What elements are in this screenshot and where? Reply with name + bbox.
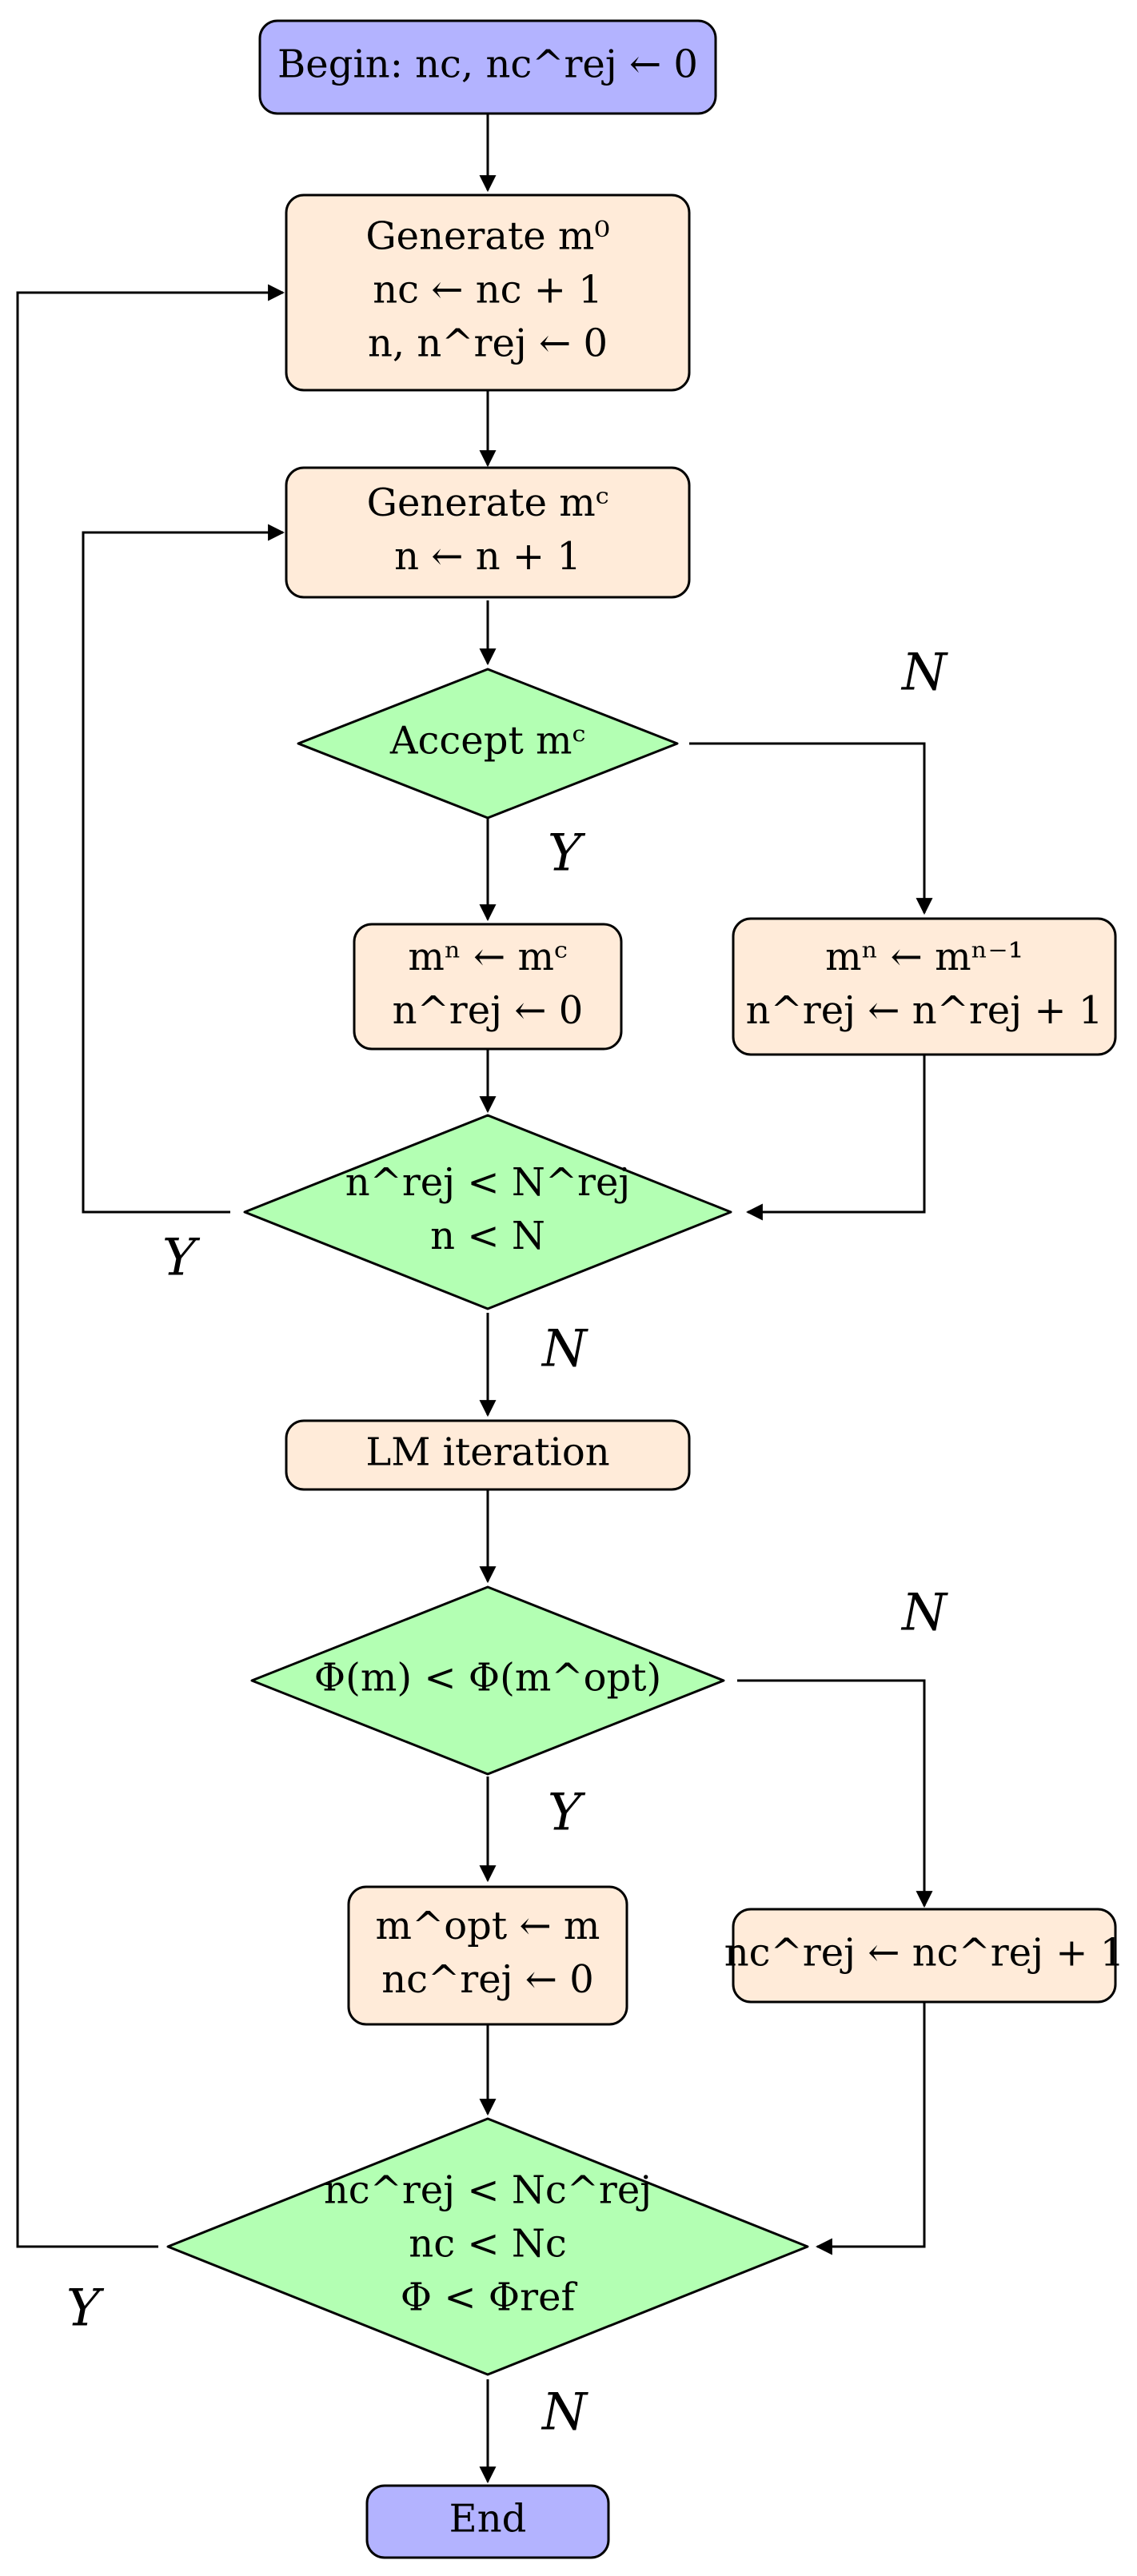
- node-text-line: n, n^rej ← 0: [368, 321, 608, 366]
- node-box: [258, 19, 717, 115]
- node-text-line: Begin: nc, nc^rej ← 0: [277, 42, 698, 87]
- edge-update-reject-to-inner-check: [745, 1055, 926, 1221]
- node-text-line: Generate m⁰: [365, 213, 609, 258]
- label-inner-yes: Y: [162, 1229, 201, 1288]
- label-outer-yes: Y: [66, 2279, 105, 2339]
- node-outer-loop-check: nc^rej < Nc^rej nc < Nc Φ < Φref: [166, 2117, 809, 2376]
- node-text-line: Φ < Φref: [401, 2275, 578, 2320]
- node-update-accept: mⁿ ← mᶜ n^rej ← 0: [353, 923, 623, 1051]
- edge-objective-to-increment: [737, 1679, 933, 1908]
- node-text-line: n^rej ← n^rej + 1: [746, 988, 1103, 1033]
- node-text-line: Accept mᶜ: [389, 719, 585, 764]
- node-text-line: n^rej ← 0: [393, 988, 584, 1033]
- node-text-line: nc^rej ← nc^rej + 1: [724, 1931, 1125, 1976]
- edge-labels: N Y Y N N Y Y N: [66, 644, 948, 2442]
- node-box: [732, 1908, 1117, 2004]
- node-box: [347, 1885, 628, 2026]
- node-text-line: m^opt ← m: [376, 1904, 600, 1948]
- node-increment-nc-rej: nc^rej ← nc^rej + 1: [724, 1908, 1125, 2004]
- decision-diamond: [166, 2117, 809, 2376]
- node-box: [285, 1419, 691, 1491]
- node-text-line: nc^rej ← 0: [381, 1957, 594, 2002]
- node-generate-mc: Generate mᶜ n ← n + 1: [285, 466, 691, 599]
- edge-increment-to-outer-check: [815, 2002, 926, 2255]
- node-text-line: mⁿ ← mⁿ⁻¹: [825, 935, 1023, 979]
- node-text-line: nc^rej < Nc^rej: [324, 2167, 652, 2212]
- decision-diamond: [250, 1585, 725, 1776]
- node-box: [732, 917, 1117, 1056]
- edge-outer-check-loop-back: [16, 284, 285, 2248]
- edge-accept-to-update-reject: [689, 742, 933, 915]
- label-inner-no: N: [541, 1320, 588, 1379]
- node-inner-loop-check: n^rej < N^rej n < N: [243, 1114, 732, 1310]
- node-text-line: Generate mᶜ: [367, 481, 609, 525]
- label-accept-no: N: [900, 644, 948, 703]
- node-text-line: nc < Nc: [409, 2222, 566, 2267]
- node-box: [285, 193, 691, 392]
- label-objective-no: N: [900, 1584, 948, 1643]
- edges: [16, 114, 933, 2484]
- node-end: End: [365, 2484, 610, 2559]
- node-box: [285, 466, 691, 599]
- label-outer-no: N: [541, 2383, 588, 2442]
- node-text-line: n^rej < N^rej: [345, 1160, 631, 1205]
- node-update-opt: m^opt ← m nc^rej ← 0: [347, 1885, 628, 2026]
- decision-diamond: [243, 1114, 732, 1310]
- decision-diamond: [297, 668, 679, 819]
- node-text-line: mⁿ ← mᶜ: [408, 935, 567, 979]
- nodes: Begin: nc, nc^rej ← 0 Generate m⁰ nc ← nc …: [166, 19, 1125, 2559]
- node-box: [365, 2484, 610, 2559]
- label-accept-yes: Y: [548, 824, 586, 883]
- node-generate-m0: Generate m⁰ nc ← nc + 1 n, n^rej ← 0: [285, 193, 691, 392]
- node-text-line: n ← n + 1: [394, 534, 581, 579]
- label-objective-yes: Y: [548, 1784, 586, 1843]
- edge-inner-check-loop-back: [82, 524, 285, 1214]
- node-accept-mc: Accept mᶜ: [297, 668, 679, 819]
- node-text-line: LM iteration: [365, 1430, 609, 1475]
- node-begin: Begin: nc, nc^rej ← 0: [258, 19, 717, 115]
- node-text-line: Φ(m) < Φ(m^opt): [314, 1656, 662, 1701]
- node-text-line: n < N: [430, 1214, 545, 1258]
- node-text-line: End: [449, 2497, 527, 2542]
- node-lm-iteration: LM iteration: [285, 1419, 691, 1491]
- node-update-reject: mⁿ ← mⁿ⁻¹ n^rej ← n^rej + 1: [732, 917, 1117, 1056]
- node-box: [353, 923, 623, 1051]
- node-objective-check: Φ(m) < Φ(m^opt): [250, 1585, 725, 1776]
- node-text-line: nc ← nc + 1: [373, 268, 603, 313]
